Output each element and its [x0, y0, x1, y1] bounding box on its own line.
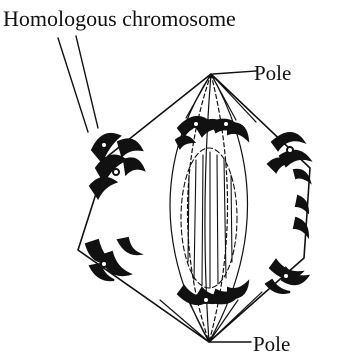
homologous-chromosome-label: Homologous chromosome [3, 8, 236, 30]
chromosome-cluster-right-bottom [266, 260, 308, 293]
central-fiber-bundle [181, 148, 237, 288]
pole-bottom-label: Pole [253, 334, 290, 355]
chromosome-cluster-right-middle [294, 196, 308, 236]
chromosome-cluster-left-top [90, 134, 144, 198]
homolog-leader-line-1 [58, 38, 88, 132]
pole-top-label: Pole [254, 63, 291, 84]
pole-top-leader-line [213, 71, 256, 74]
chromosome-cluster-center-top [176, 117, 248, 148]
homolog-leader-line-2 [76, 36, 98, 128]
chromosome-cluster-right-top [268, 133, 310, 182]
chromosome-cluster-left-bottom [86, 238, 140, 280]
